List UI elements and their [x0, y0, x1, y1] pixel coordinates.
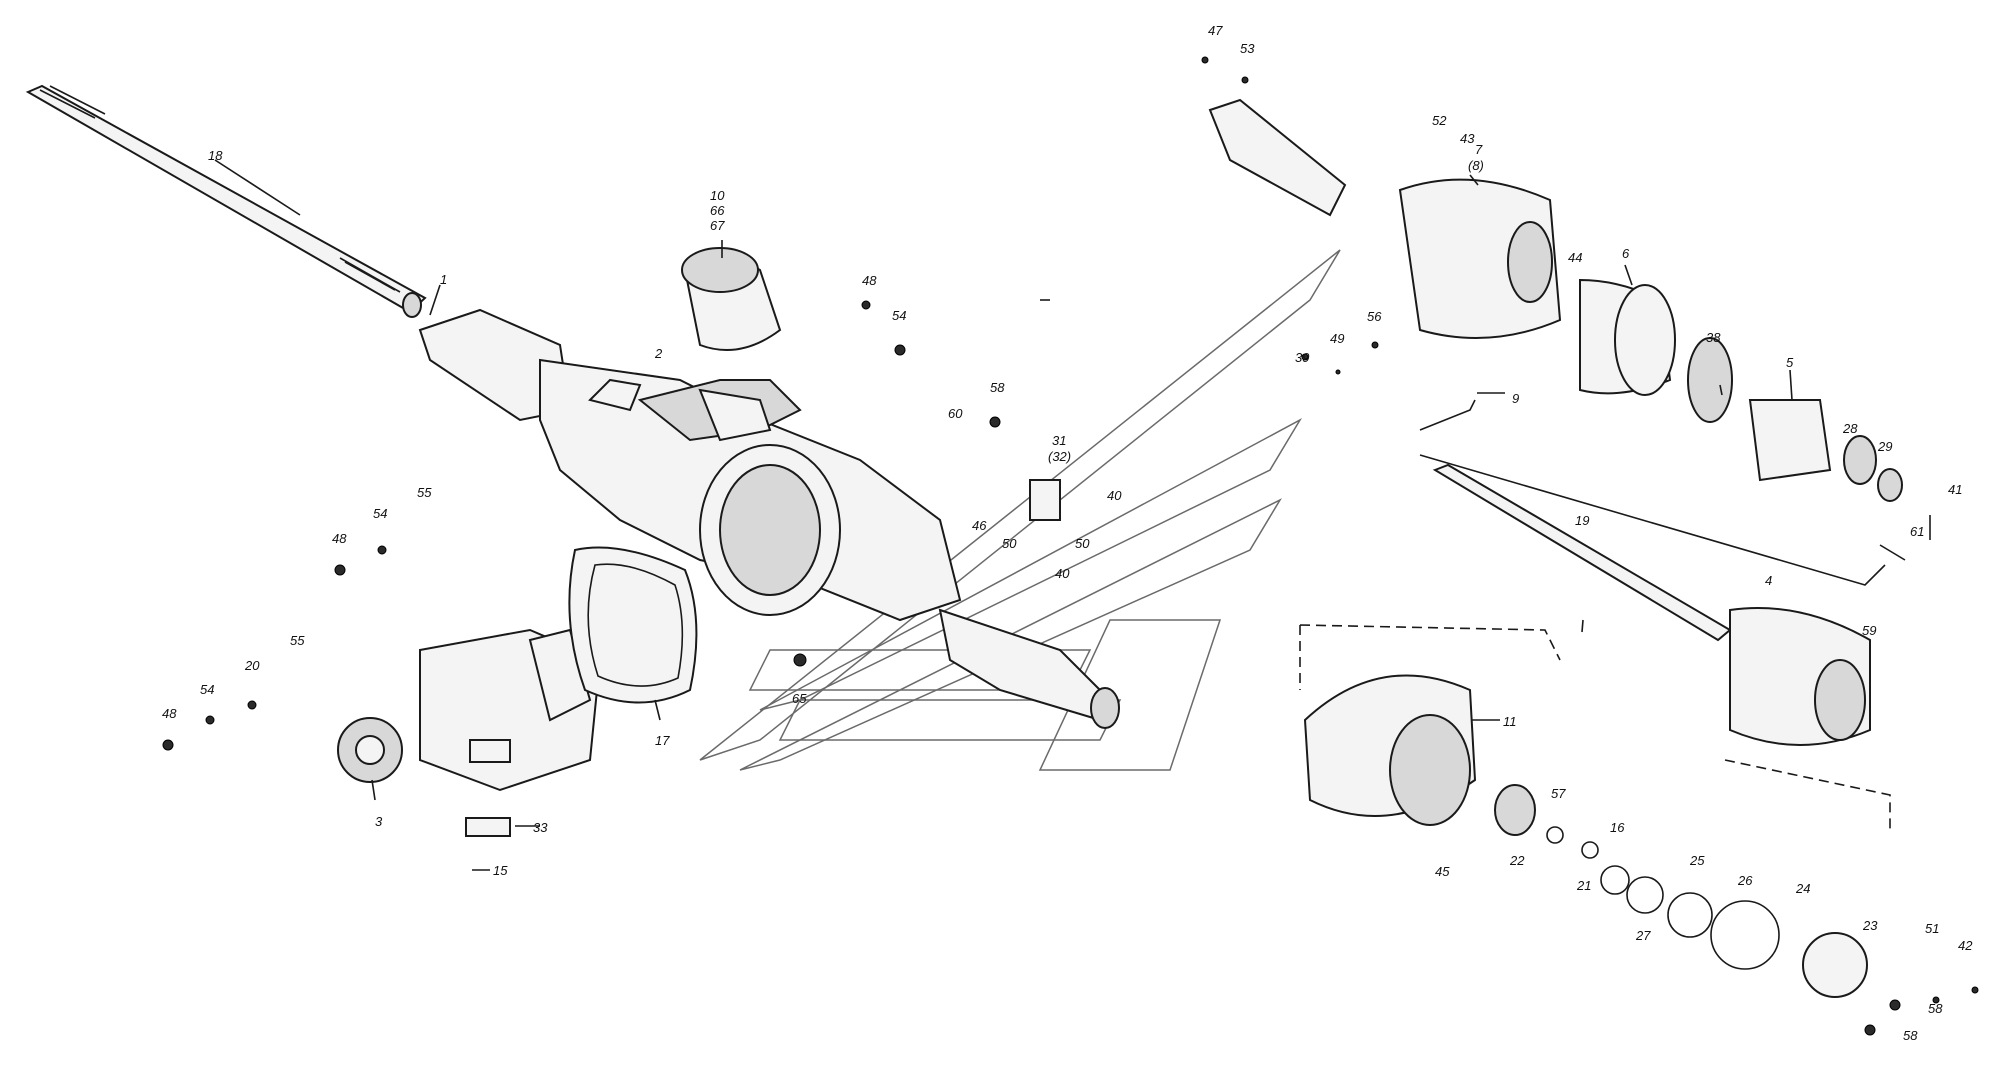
callout-7: 7 [1475, 142, 1483, 157]
callout-16: 16 [1610, 820, 1625, 835]
callout-8: (8) [1468, 158, 1484, 173]
brake-drum [1303, 674, 1477, 826]
callout-9: 9 [1512, 391, 1519, 406]
callout-28: 28 [1842, 421, 1858, 436]
callout-43: 43 [1460, 131, 1475, 146]
callout-33: 33 [533, 820, 548, 835]
callout-29: 29 [1877, 439, 1892, 454]
callout-54c: 54 [200, 682, 214, 697]
differential-carrier [337, 628, 602, 792]
callout-20: 20 [244, 658, 260, 673]
type-plate [465, 817, 511, 837]
callout-51: 51 [1925, 921, 1939, 936]
axle-housing [418, 308, 1120, 729]
callout-59: 59 [1862, 623, 1876, 638]
callout-5: 5 [1786, 355, 1794, 370]
callout-46: 46 [972, 518, 987, 533]
callout-49: 49 [1330, 331, 1344, 346]
callout-56: 56 [1367, 309, 1382, 324]
callout-1: 1 [440, 272, 447, 287]
leader-lines [214, 159, 1906, 871]
callout-41: 41 [1948, 482, 1962, 497]
callout-42: 42 [1958, 938, 1973, 953]
callout-32: (32) [1048, 449, 1071, 464]
wheel-end-upper [1208, 98, 1903, 502]
callout-48b: 48 [332, 531, 347, 546]
callout-53: 53 [1240, 41, 1255, 56]
callout-31: 31 [1052, 433, 1066, 448]
callout-21: 21 [1576, 878, 1591, 893]
callout-40a: 40 [1107, 488, 1122, 503]
callout-10: 10 [710, 188, 725, 203]
callout-61: 61 [1910, 524, 1924, 539]
brake-chamber [681, 247, 782, 351]
callout-18: 18 [208, 148, 223, 163]
callout-40b: 40 [1055, 566, 1070, 581]
callout-55b: 55 [290, 633, 305, 648]
callout-58b: 58 [1928, 1001, 1943, 1016]
callout-24: 24 [1795, 881, 1810, 896]
callout-11: 11 [1503, 714, 1517, 729]
callout-57: 57 [1551, 786, 1566, 801]
callout-4: 4 [1765, 573, 1772, 588]
callout-50b: 50 [1075, 536, 1090, 551]
callout-50a: 50 [1002, 536, 1017, 551]
callout-58a: 58 [990, 380, 1005, 395]
axle-shaft-left [25, 84, 427, 318]
callout-67: 67 [710, 218, 725, 233]
callout-44: 44 [1568, 250, 1582, 265]
axle-shaft-right [1432, 463, 1732, 642]
hardware-parts [162, 56, 1979, 1036]
planetary-hub [1729, 607, 1871, 746]
assembly-lines [1299, 454, 1931, 830]
callout-65: 65 [792, 691, 807, 706]
callout-39: 39 [1295, 350, 1309, 365]
callout-58c: 58 [1903, 1028, 1918, 1043]
callout-22: 22 [1509, 853, 1525, 868]
callout-60: 60 [948, 406, 963, 421]
callout-17: 17 [655, 733, 670, 748]
callout-26: 26 [1737, 873, 1753, 888]
callout-38: 38 [1706, 330, 1721, 345]
callout-labels: 1 2 3 4 5 6 7 (8) 9 10 66 67 11 15 16 17… [162, 23, 1973, 1043]
callout-54a: 54 [892, 308, 906, 323]
gasket [568, 546, 698, 704]
callout-19: 19 [1575, 513, 1589, 528]
callout-48c: 48 [162, 706, 177, 721]
callout-66: 66 [710, 203, 725, 218]
callout-6: 6 [1622, 246, 1630, 261]
callout-45: 45 [1435, 864, 1450, 879]
callout-27: 27 [1635, 928, 1651, 943]
callout-25: 25 [1689, 853, 1705, 868]
callout-3: 3 [375, 814, 383, 829]
callout-55a: 55 [417, 485, 432, 500]
callout-52: 52 [1432, 113, 1447, 128]
callout-2: 2 [654, 346, 663, 361]
callout-54b: 54 [373, 506, 387, 521]
callout-23: 23 [1862, 918, 1878, 933]
callout-47: 47 [1208, 23, 1223, 38]
callout-48a: 48 [862, 273, 877, 288]
callout-15: 15 [493, 863, 508, 878]
